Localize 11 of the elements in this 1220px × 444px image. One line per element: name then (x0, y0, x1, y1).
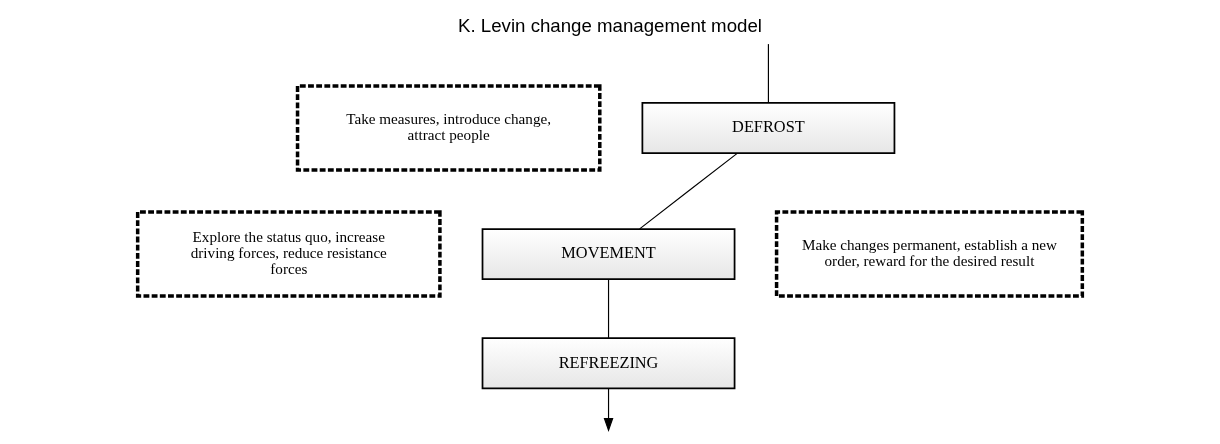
node-box: Explore the status quo, increase driving forces, reduce resistance forces (135, 210, 442, 298)
node-box: REFREEZING (481, 337, 736, 390)
diagram-title: K. Levin change management model (458, 15, 762, 37)
connector (767, 43, 769, 104)
node-box: MOVEMENT (481, 228, 736, 281)
node-box: Make changes permanent, establish a new order, reward for the desired result (774, 210, 1085, 298)
arrow (603, 387, 614, 432)
node-box: Take measures, introduce change, attract people (295, 84, 602, 172)
connector (607, 278, 610, 339)
node-box: DEFROST (641, 102, 896, 155)
connector (639, 152, 738, 230)
